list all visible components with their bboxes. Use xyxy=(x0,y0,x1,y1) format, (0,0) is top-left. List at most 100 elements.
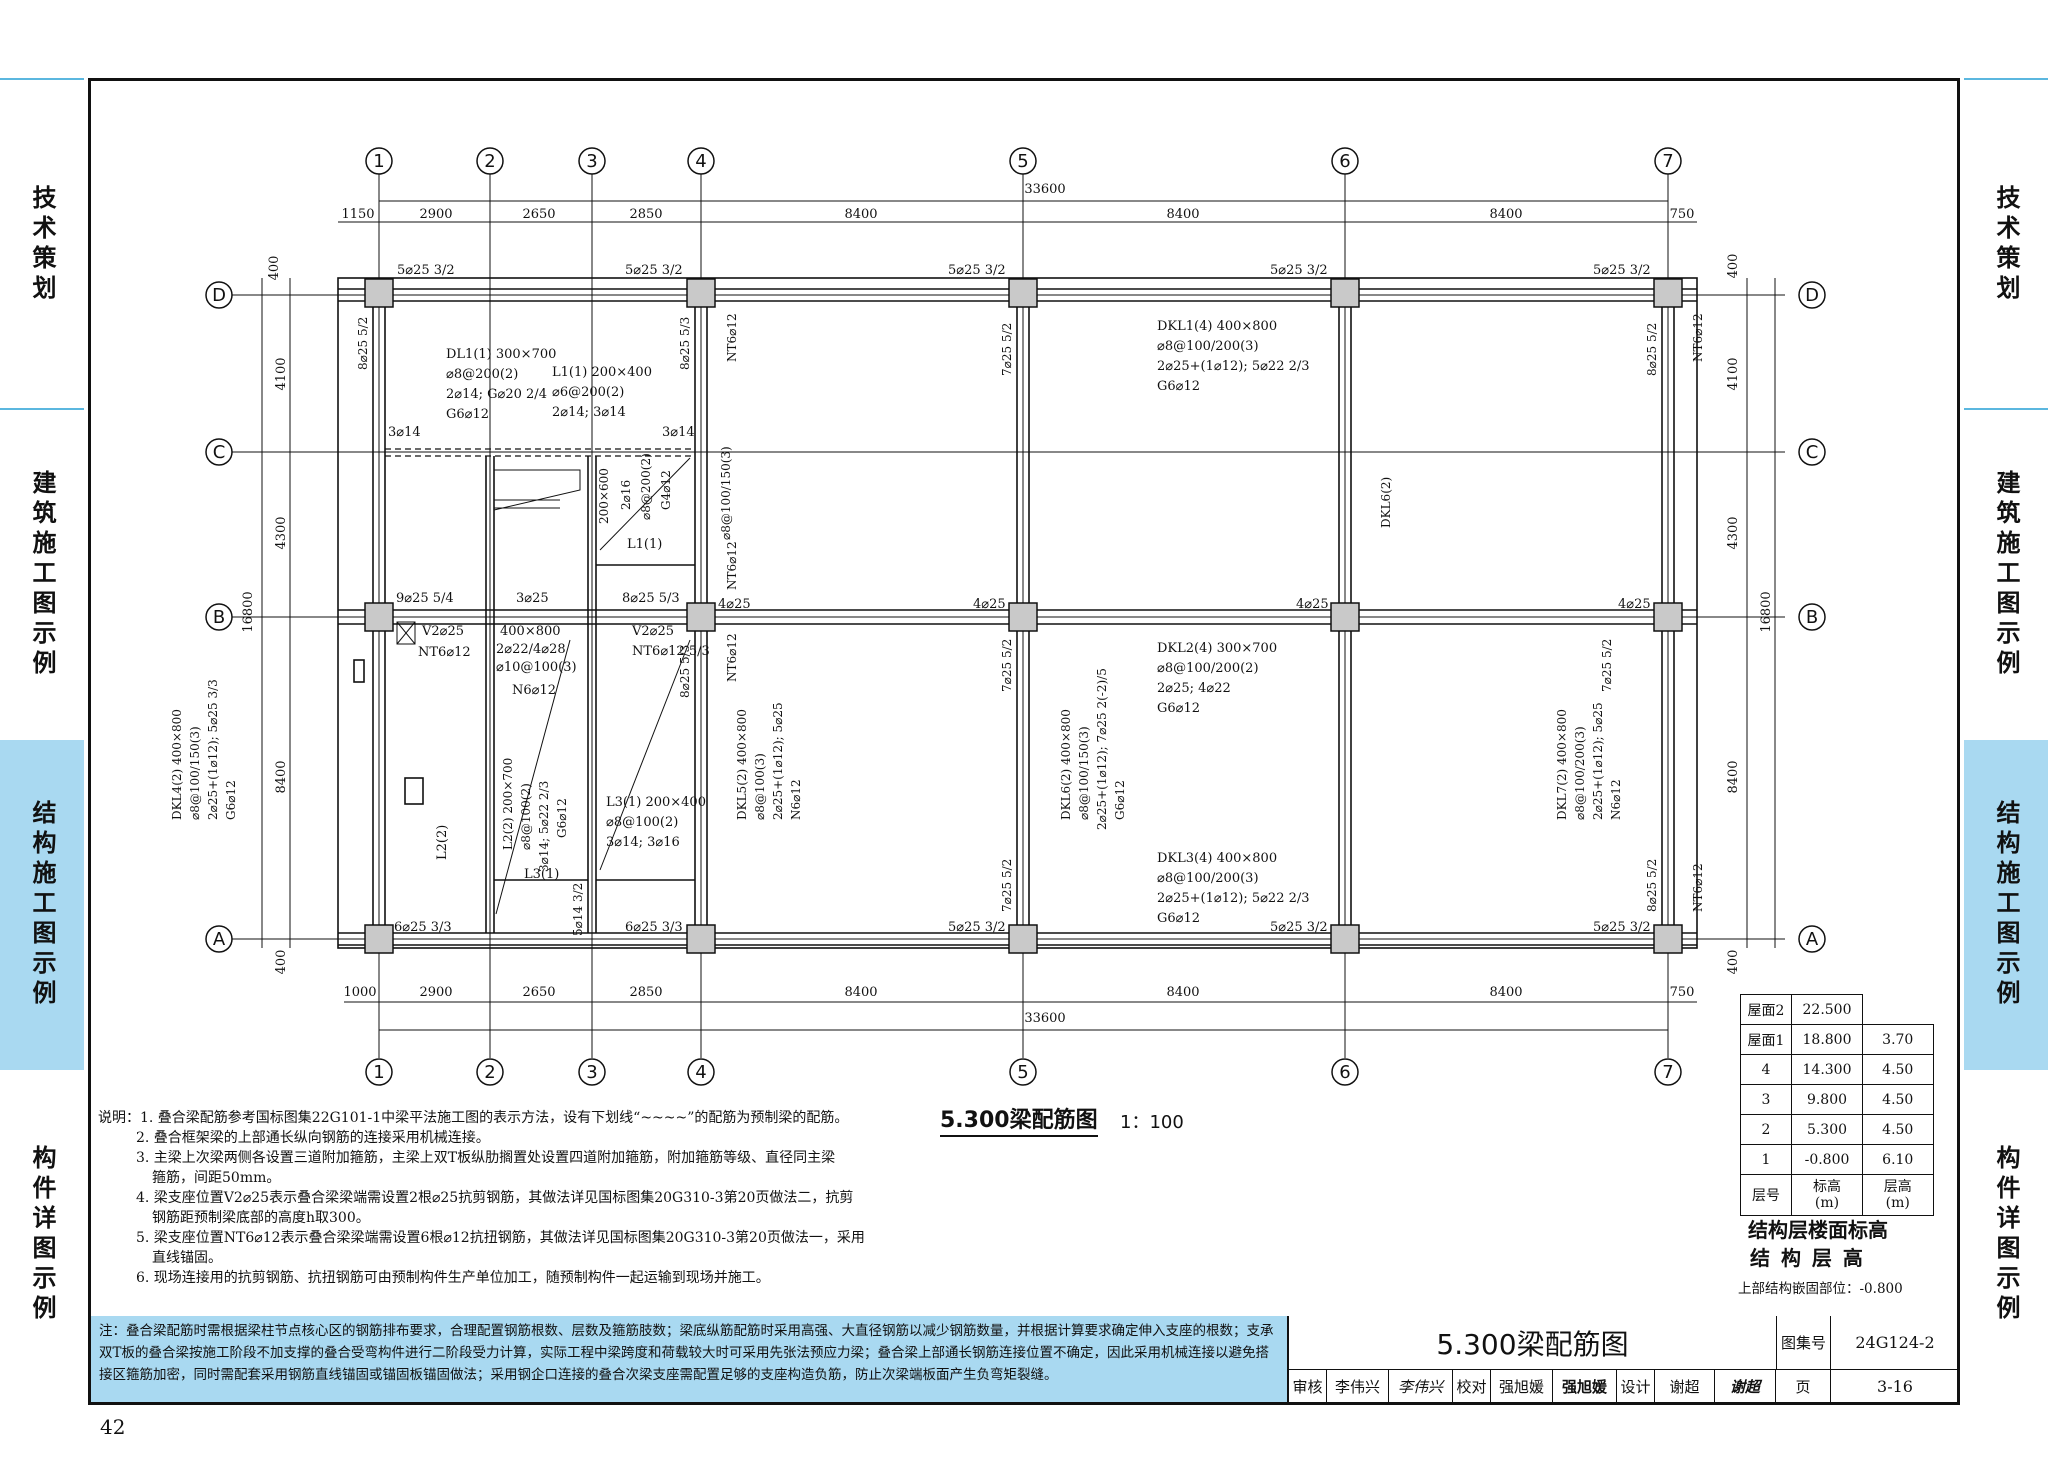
note-line: 5. 梁支座位置NT6⌀12表示叠合梁梁端需设置6根⌀12抗扭钢筋，其做法详见国… xyxy=(136,1230,865,1246)
beam-label: DKL2(4) 300×700 xyxy=(1157,641,1277,656)
designer: 谢超 xyxy=(1655,1370,1715,1402)
beam-label: L1(1) xyxy=(627,537,662,552)
grid-label: 6 xyxy=(1339,151,1350,172)
level-elev: 9.800 xyxy=(1791,1084,1863,1115)
dim-bottom: 750 xyxy=(1670,985,1695,1000)
grid-label: C xyxy=(213,442,226,463)
beam-label: 3⌀14; 3⌀16 xyxy=(606,835,680,850)
mid-beam-annotation: 400×800 2⌀22/4⌀28 ⌀10@100(3) N6⌀12 xyxy=(496,624,577,698)
dim-top: 750 xyxy=(1670,207,1695,222)
note-line: 钢筋距预制梁底部的高度h取300。 xyxy=(152,1210,370,1226)
grid-bubble xyxy=(1798,281,1826,309)
level-head-layer: 层号 xyxy=(1740,1174,1792,1216)
grid-label: B xyxy=(213,607,225,628)
bar-label: NT6⌀12 xyxy=(725,313,739,362)
side-rule xyxy=(0,408,84,410)
side-tab-label: 技术策划 xyxy=(28,185,56,305)
page-label: 页 xyxy=(1776,1370,1831,1402)
side-tab-tech-planning[interactable]: 技术策划 xyxy=(0,80,84,410)
side-tab-arch[interactable]: 建筑施工图示例 xyxy=(0,410,84,740)
note-line: 3. 主梁上次梁两侧各设置三道附加箍筋，主梁上双T板纵肋搁置处设置四道附加箍筋，… xyxy=(136,1150,836,1166)
side-tab-arch-right[interactable]: 建筑施工图示例 xyxy=(1964,410,2048,740)
dim-bottom: 8400 xyxy=(1166,985,1199,1000)
beam-label: 2⌀16 xyxy=(619,480,633,510)
bar-label: 4⌀25 xyxy=(1618,597,1651,612)
bar-label: 7⌀25 5/2 xyxy=(1000,323,1014,376)
dim-left: 400 xyxy=(267,256,282,281)
bar-label: NT6⌀12 xyxy=(1691,313,1705,362)
bar-label: 8⌀25 5/3 xyxy=(622,591,680,606)
beam-label: ⌀8@200(2) xyxy=(639,453,653,520)
side-tab-tech-planning-right[interactable]: 技术策划 xyxy=(1964,80,2048,410)
dim-top: 8400 xyxy=(1489,207,1522,222)
beam-label: G4⌀12 xyxy=(659,470,673,510)
bar-label: 8⌀25 5/2 xyxy=(1645,859,1659,912)
title-block-title: 5.300梁配筋图 xyxy=(1289,1316,1776,1370)
bar-label: 5⌀25 3/2 xyxy=(625,263,683,278)
reviewer-signature: 李伟兴 xyxy=(1389,1370,1453,1402)
column xyxy=(1653,924,1683,954)
left-dimensions: 400 4100 4300 8400 400 16800 xyxy=(241,256,291,974)
side-tab-label: 建筑施工图示例 xyxy=(1992,470,2020,680)
l2-vertical-annotation: L2(2) 200×700 ⌀8@100(2) 3⌀14; 5⌀22 2/3 G… xyxy=(501,758,569,872)
dkl1-annotation: DKL1(4) 400×800 ⌀8@100/200(3) 2⌀25+(1⌀12… xyxy=(1157,319,1310,394)
grid-bubble xyxy=(205,281,233,309)
column xyxy=(686,924,716,954)
level-elev: 5.300 xyxy=(1791,1114,1863,1145)
grid-bubble xyxy=(365,1058,393,1086)
dim-right: 4300 xyxy=(1726,516,1741,549)
side-rule xyxy=(0,78,84,80)
bottom-dimensions: 1000 2900 2650 2850 8400 8400 8400 750 3… xyxy=(343,985,1697,1031)
dkl4-annotation: DKL4(2) 400×800 ⌀8@100/150(3) 2⌀25+(1⌀12… xyxy=(170,679,238,820)
side-tab-detail-right[interactable]: 构件详图示例 xyxy=(1964,1070,2048,1400)
side-tab-struct-right[interactable]: 结构施工图示例 xyxy=(1964,740,2048,1070)
embed-note: 上部结构嵌固部位：-0.800 xyxy=(1738,1281,1903,1297)
beam-label: DKL6(2) xyxy=(1379,477,1393,528)
grid-label: 6 xyxy=(1339,1062,1350,1083)
note-line: 箍筋，间距50mm。 xyxy=(152,1170,281,1186)
stair-sketch xyxy=(353,457,691,915)
grid-bubble xyxy=(205,603,233,631)
beam-label: ⌀8@100(2) xyxy=(519,783,533,850)
checker-signature: 强旭媛 xyxy=(1553,1370,1617,1402)
side-rule xyxy=(1964,78,2048,80)
beam-label: 200×600 xyxy=(597,468,611,524)
dim-top: 8400 xyxy=(844,207,877,222)
note-line: 直线锚固。 xyxy=(152,1250,222,1266)
bar-label: 7⌀25 5/2 xyxy=(1600,639,1614,692)
level-elev: 14.300 xyxy=(1791,1054,1863,1085)
side-tab-struct[interactable]: 结构施工图示例 xyxy=(0,740,84,1070)
level-height: 6.10 xyxy=(1862,1144,1934,1175)
columns xyxy=(364,278,1683,954)
column xyxy=(364,278,394,308)
bar-label: 9⌀25 5/4 xyxy=(396,591,454,606)
beam-label: G6⌀12 xyxy=(1113,780,1127,820)
bar-label: 6⌀25 3/3 xyxy=(394,920,452,935)
side-tab-label: 构件详图示例 xyxy=(28,1145,56,1325)
grid-label: 5 xyxy=(1017,1062,1028,1083)
bar-label: 7⌀25 5/2 xyxy=(1000,639,1014,692)
beam-label: ⌀8@100/200(3) xyxy=(1157,339,1259,354)
grid-label: D xyxy=(1805,285,1819,306)
beam-label: G6⌀12 xyxy=(1157,701,1200,716)
beam-label: DL1(1) 300×700 xyxy=(446,347,556,362)
bottom-bar-labels: 6⌀25 3/3 6⌀25 3/3 5⌀25 3/2 5⌀25 3/2 5⌀25… xyxy=(394,920,1651,935)
bar-label: 4⌀25 xyxy=(1296,597,1329,612)
beam-label: L3(1) 200×400 xyxy=(606,795,706,810)
grid-label: 4 xyxy=(695,151,706,172)
beam-label: N6⌀12 xyxy=(789,779,803,820)
beam-label: ⌀8@100/200(2) xyxy=(1157,661,1259,676)
bar-label: 8⌀25 5/3 xyxy=(678,645,692,698)
dim-right-total: 16800 xyxy=(1759,591,1774,632)
column xyxy=(1653,278,1683,308)
grid-label: C xyxy=(1806,442,1819,463)
grid-bubble xyxy=(1798,438,1826,466)
dim-left: 8400 xyxy=(274,760,289,793)
bar-label: NT6⌀12 xyxy=(1691,863,1705,912)
bar-label: 4⌀25 xyxy=(718,597,751,612)
drawing-scale: 1：100 xyxy=(1120,1112,1184,1133)
side-tab-detail[interactable]: 构件详图示例 xyxy=(0,1070,84,1400)
